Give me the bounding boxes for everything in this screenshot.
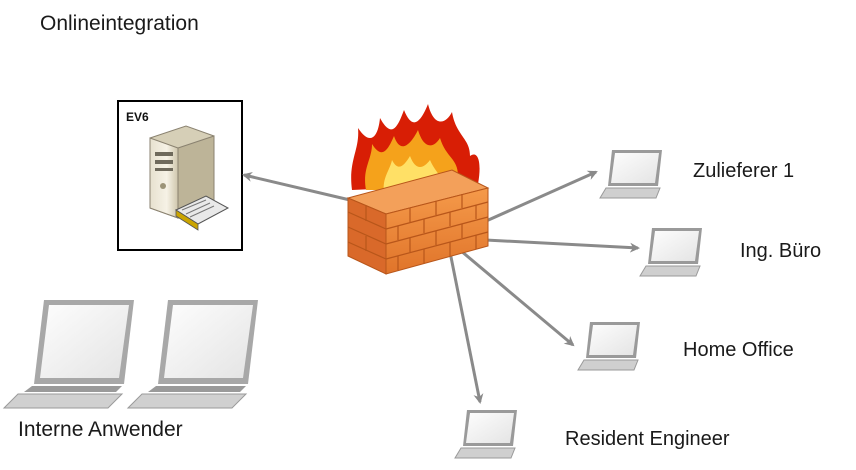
server-icon <box>149 125 230 231</box>
desktop-monitor-icon <box>2 300 134 409</box>
page-title: Onlineintegration <box>40 12 199 35</box>
firewall-icon <box>346 104 490 275</box>
client-label-ing-buero: Ing. Büro <box>740 240 822 262</box>
laptop-icon <box>454 410 517 459</box>
arrow-to-server <box>242 171 351 202</box>
client-label-home-office: Home Office <box>683 339 794 361</box>
arrow-to-home-office <box>447 238 575 347</box>
server-label: EV6 <box>126 110 149 124</box>
client-label-zulieferer: Zulieferer 1 <box>693 160 795 182</box>
desktop-monitor-icon <box>126 300 258 409</box>
internal-users-label: Interne Anwender <box>18 418 183 441</box>
laptop-icon <box>599 150 662 199</box>
server-ev6: EV6 <box>117 100 243 251</box>
client-label-resident-engineer: Resident Engineer <box>565 428 730 450</box>
laptop-icon <box>577 322 640 371</box>
arrow-to-resident <box>446 241 484 404</box>
laptop-icon <box>639 228 702 277</box>
